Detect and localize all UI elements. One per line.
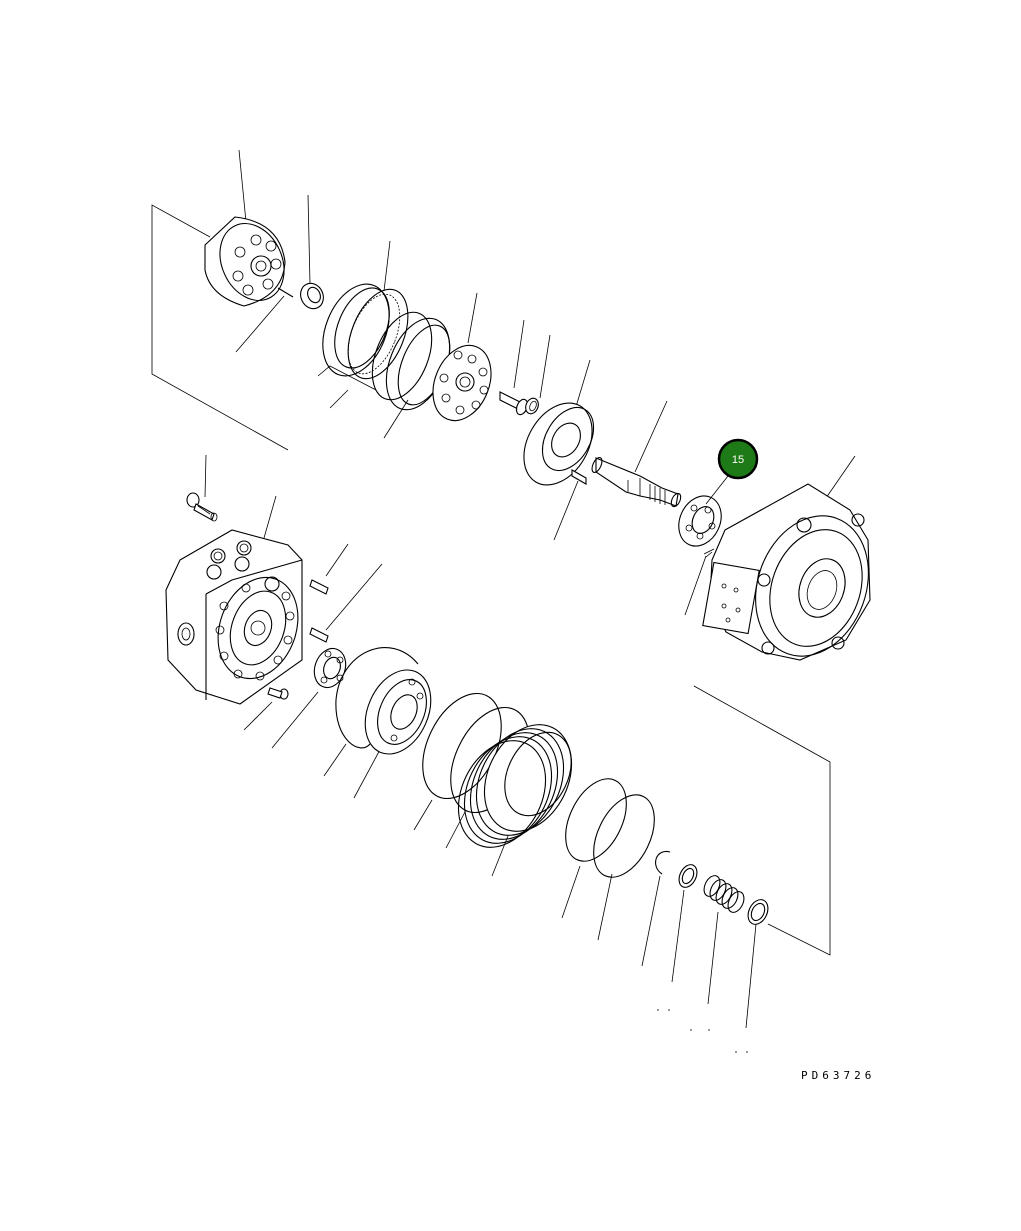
snap-ring <box>335 647 419 749</box>
o-rings-small <box>565 778 698 888</box>
swash-plate <box>523 402 595 486</box>
spring <box>703 875 745 913</box>
stray-marks <box>657 1009 748 1053</box>
drawing-id: PD63726 <box>801 1069 876 1082</box>
spring-rings <box>322 283 451 411</box>
small-ring <box>747 899 769 925</box>
brake-plate <box>364 669 432 755</box>
leader-lines-upper <box>151 149 856 616</box>
callout-15-label: 15 <box>732 454 744 466</box>
motor-housing-right <box>702 483 871 661</box>
cylinder-block <box>204 216 294 307</box>
pins-upper <box>499 391 539 416</box>
pins-lower <box>267 579 329 700</box>
brake-piston <box>457 724 573 848</box>
valve-plate <box>432 344 492 422</box>
valve-body <box>165 529 303 705</box>
callout-15[interactable]: 15 <box>717 438 759 480</box>
drive-shaft <box>591 457 682 508</box>
roller-bearing <box>313 647 347 689</box>
leader-lines-lower <box>204 454 831 1029</box>
bolt <box>186 492 218 522</box>
needle-bearing <box>300 282 324 310</box>
